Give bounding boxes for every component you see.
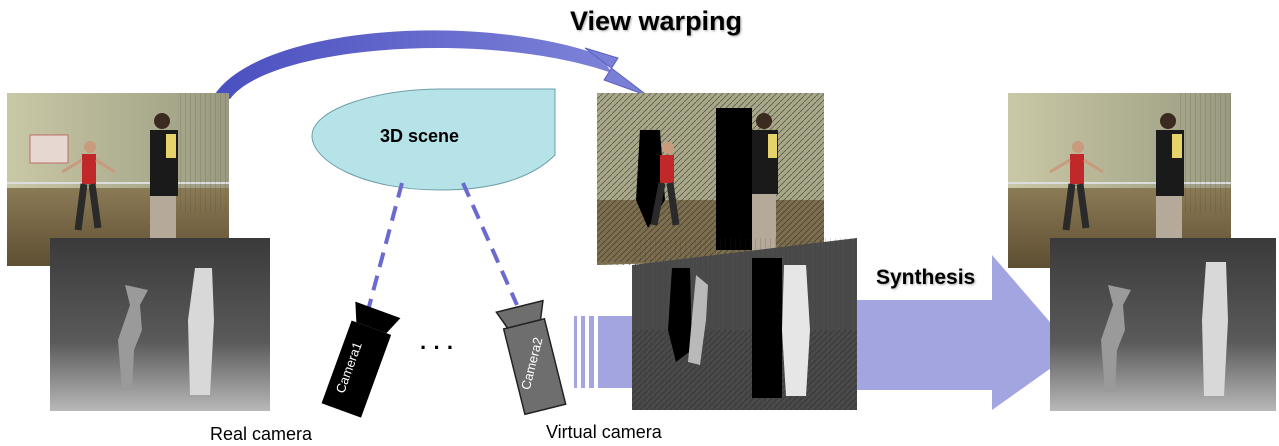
real-camera-label: Real camera (210, 424, 313, 444)
warped-depth-image (632, 238, 857, 410)
synthesis-arrow-tail (574, 316, 632, 388)
dancer-figure (61, 141, 116, 231)
synthesized-depth-image (1050, 238, 1276, 411)
view-warping-title: View warping (570, 6, 743, 36)
camera1-icon (321, 301, 401, 418)
synthesis-label: Synthesis (876, 266, 976, 289)
virtual-camera-label: Virtual camera (546, 422, 662, 442)
camera2-icon (495, 299, 567, 416)
3d-scene-label: 3D scene (380, 126, 460, 146)
3d-scene-shape (311, 88, 556, 191)
dashed-line-camera2 (461, 182, 519, 306)
dashed-line-camera1 (364, 182, 404, 319)
synthesis-arrow (857, 255, 1075, 410)
ellipsis-dots: · · · (420, 335, 455, 360)
standing-man-figure (150, 113, 178, 258)
real-camera-depth-image (50, 238, 270, 411)
view-warping-arrow (212, 30, 649, 99)
